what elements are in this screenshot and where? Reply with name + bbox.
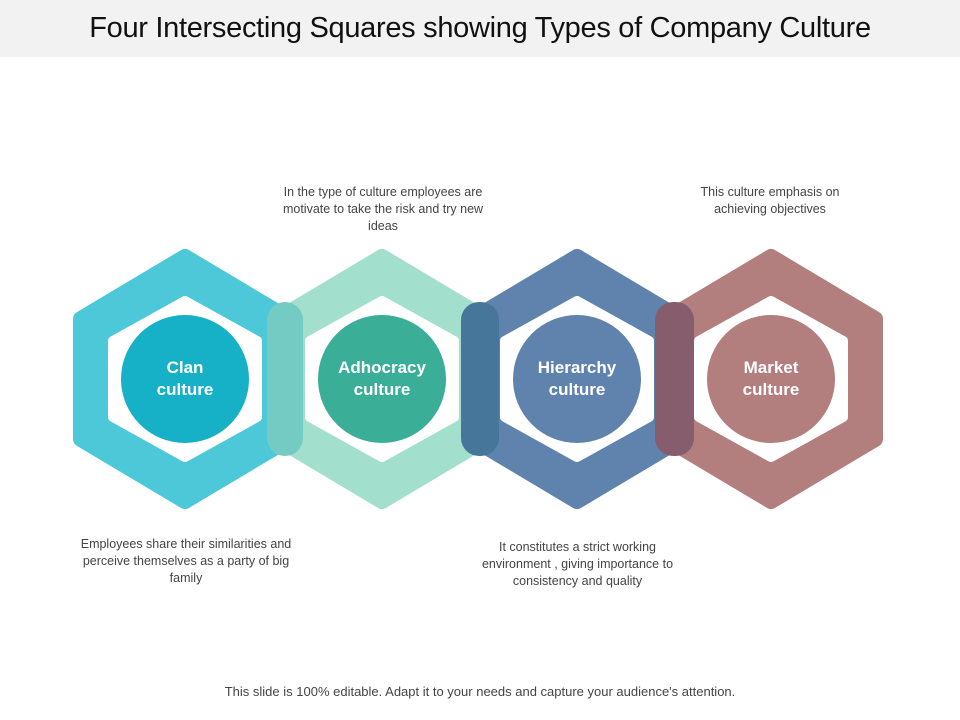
title-bar: Four Intersecting Squares showing Types … [0, 0, 960, 57]
market-circle [707, 315, 835, 443]
market-description: This culture emphasis on achieving objec… [700, 185, 840, 216]
adhocracy-description: In the type of culture employees are mot… [282, 185, 484, 233]
overlap-adhocracy-hierarchy [461, 302, 499, 456]
clan-label: Clan culture [120, 357, 250, 401]
hexagon-clan [81, 257, 289, 501]
adhocracy-circle [318, 315, 446, 443]
market-label-line1: Market [743, 358, 799, 377]
clan-label-line2: culture [156, 380, 214, 399]
overlap-hierarchy-market [655, 302, 694, 456]
hierarchy-label-line1: Hierarchy [537, 358, 617, 377]
hexagon-hierarchy [473, 257, 681, 501]
hierarchy-label-line2: culture [548, 380, 606, 399]
adhocracy-label-line1: Adhocracy [338, 358, 426, 377]
overlap-clan-adhocracy [267, 302, 303, 456]
hexagon-market [667, 257, 875, 501]
clan-circle [121, 315, 249, 443]
clan-description: Employees share their similarities and p… [80, 537, 292, 585]
market-label-line2: culture [742, 380, 800, 399]
footer-note: This slide is 100% editable. Adapt it to… [224, 684, 736, 699]
hierarchy-label: Hierarchy culture [512, 357, 642, 401]
hierarchy-circle [513, 315, 641, 443]
adhocracy-label: Adhocracy culture [317, 357, 447, 401]
clan-label-line1: Clan [166, 358, 204, 377]
hierarchy-description: It constitutes a strict working environm… [481, 540, 674, 588]
market-label: Market culture [706, 357, 836, 401]
slide-title: Four Intersecting Squares showing Types … [89, 12, 871, 44]
adhocracy-label-line2: culture [353, 380, 411, 399]
hexagon-adhocracy [278, 257, 486, 501]
